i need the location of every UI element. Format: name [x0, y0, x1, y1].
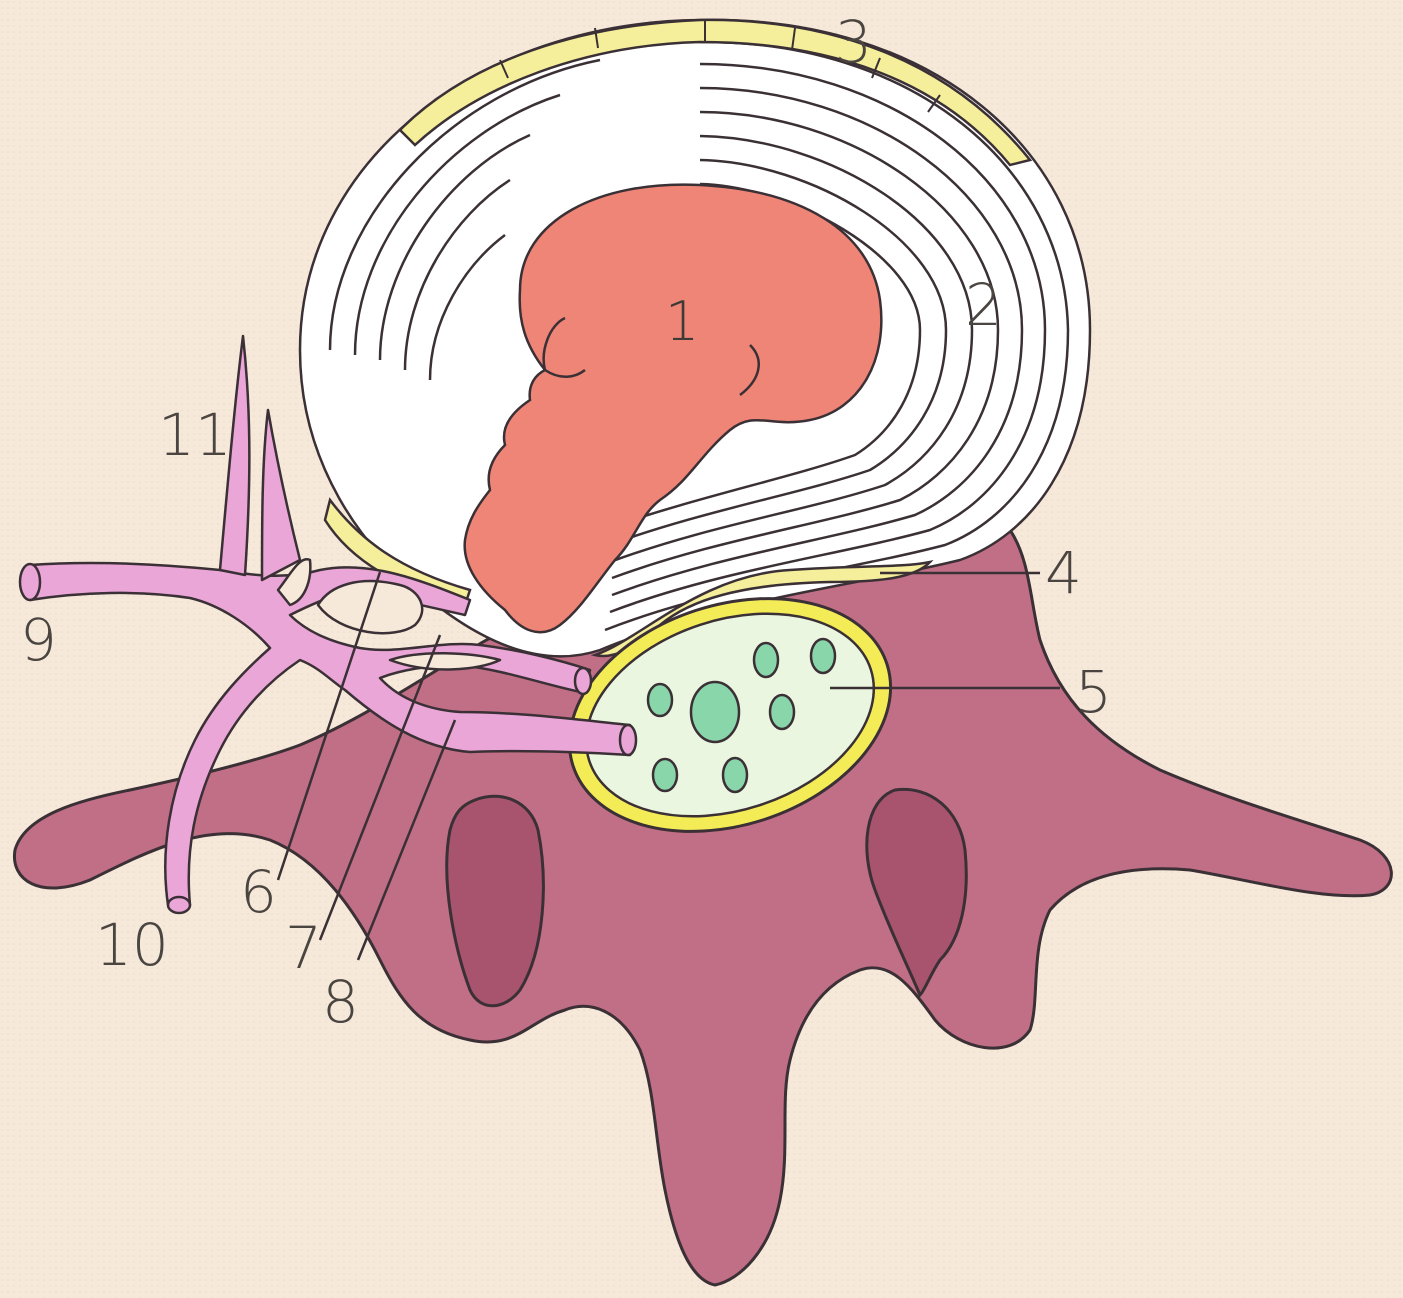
label-8: 8 [322, 968, 359, 1036]
label-5: 5 [1075, 658, 1112, 726]
label-4: 4 [1045, 539, 1082, 607]
label-9: 9 [20, 606, 57, 674]
label-2: 2 [965, 271, 1002, 339]
label-6: 6 [240, 858, 277, 926]
label-7: 7 [285, 914, 322, 982]
label-1: 1 [665, 290, 699, 353]
label-3: 3 [835, 8, 872, 76]
label-10: 10 [95, 911, 169, 979]
label-11: 11 [158, 401, 232, 469]
